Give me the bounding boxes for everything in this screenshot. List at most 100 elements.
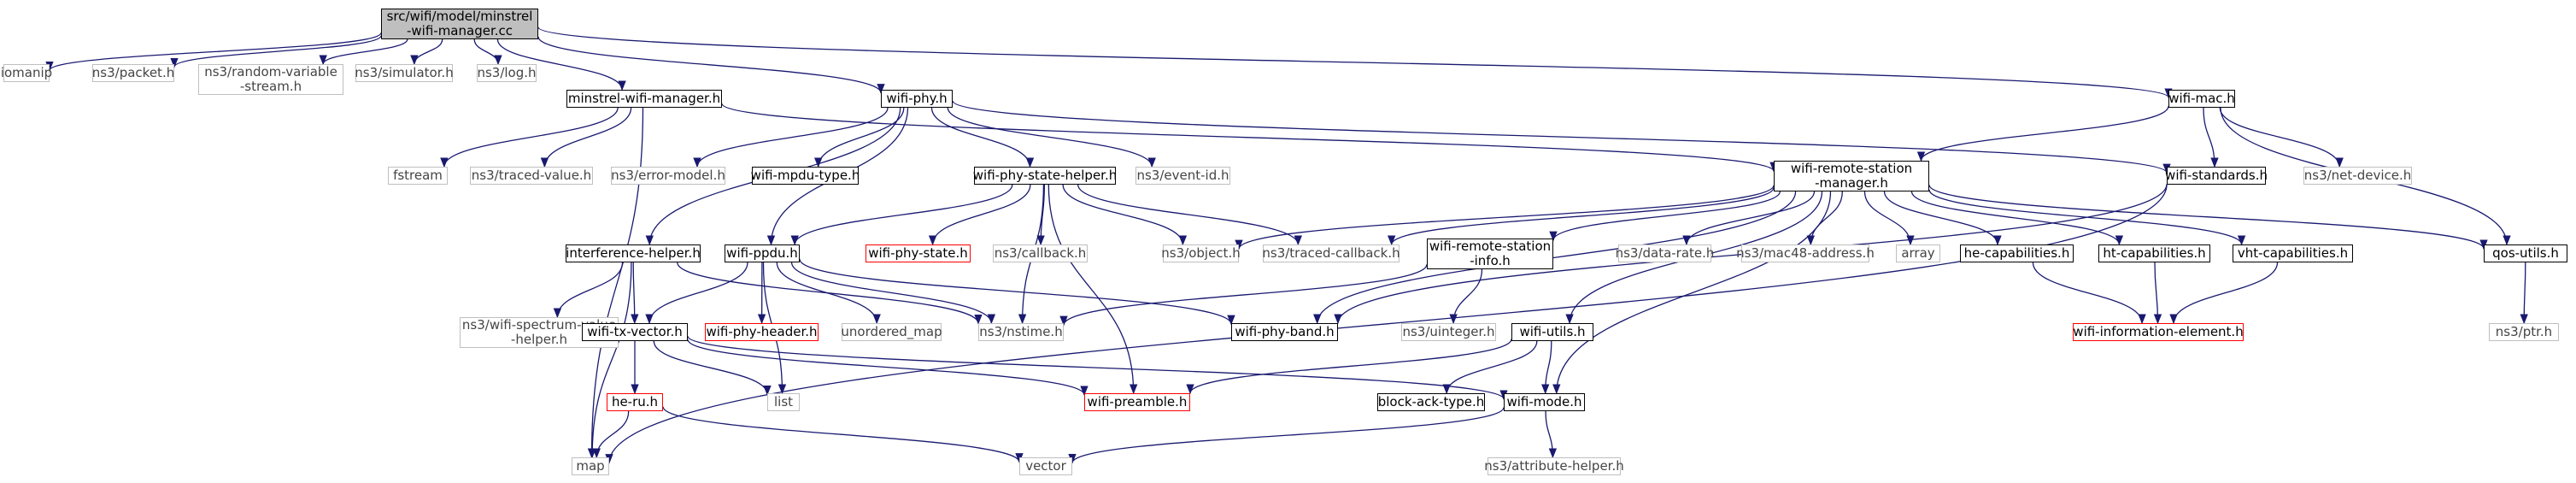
include-node-he-ru[interactable]: he-ru.h [607,393,663,411]
include-node-wifi-mpdu-type[interactable]: wifi-mpdu-type.h [751,167,860,185]
include-label: wifi-mode.h [1506,394,1582,409]
edge-wifi-utils-to-block-ack-type [1442,340,1538,395]
include-node-wifi-mode[interactable]: wifi-mode.h [1504,393,1585,411]
include-node-ns3-error-model[interactable]: ns3/error-model.h [611,167,725,185]
include-node-ns3-uinteger[interactable]: ns3/uinteger.h [1401,323,1496,341]
include-node-ns3-mac48-address[interactable]: ns3/mac48-address.h [1736,244,1875,262]
edge-wifi-mac-to-wifi-standards [2203,107,2219,168]
include-node-wifi-information-element[interactable]: wifi-information-element.h [2073,323,2244,341]
edge-root-to-ns3-simulator [410,38,443,66]
include-node-wifi-ppdu[interactable]: wifi-ppdu.h [725,244,800,262]
include-node-ns3-object[interactable]: ns3/object.h [1161,244,1241,262]
include-label: iomanip [0,65,53,80]
include-node-block-ack-type[interactable]: block-ack-type.h [1377,393,1485,411]
include-label: ns3/error-model.h [611,168,725,183]
include-label: wifi-utils.h [1519,324,1586,339]
include-node-ns3-net-device[interactable]: ns3/net-device.h [2303,167,2412,185]
edge-root-to-wifi-phy [537,36,885,94]
include-label: wifi-phy.h [886,91,948,106]
edge-wifi-remote-station-info-to-ns3-nstime [1059,264,1428,327]
edge-wifi-phy-state-helper-to-wifi-ppdu [790,184,1013,246]
edge-minstrel-wifi-manager-to-ns3-traced-value [540,107,632,168]
edge-he-capabilities-to-wifi-information-element [2032,262,2146,325]
include-node-ns3-data-rate[interactable]: ns3/data-rate.h [1616,244,1714,262]
include-label: interference-helper.h [566,245,701,261]
include-label: qos-utils.h [2492,245,2559,261]
edge-wifi-phy-state-helper-to-ns3-callback [1036,184,1046,246]
include-label: block-ack-type.h [1377,394,1485,409]
include-label: wifi-phy-state-helper.h [972,168,1118,183]
include-node-wifi-phy-header[interactable]: wifi-phy-header.h [705,323,819,341]
include-node-unordered-map[interactable]: unordered_map [841,323,942,341]
include-node-ns3-ptr[interactable]: ns3/ptr.h [2489,323,2559,341]
include-node-wifi-remote-station-manager[interactable]: wifi-remote-station-manager.h [1774,161,1929,191]
include-node-wifi-remote-station-info[interactable]: wifi-remote-station-info.h [1427,239,1553,269]
include-node-fstream[interactable]: fstream [388,167,448,185]
edge-wifi-remote-station-manager-to-wifi-phy-band [1313,191,1797,325]
include-node-he-capabilities[interactable]: he-capabilities.h [1960,244,2074,262]
edge-wifi-ppdu-to-unordered-map [776,262,881,325]
include-node-ns3-simulator[interactable]: ns3/simulator.h [355,64,454,82]
include-label: ns3/packet.h [91,65,175,80]
include-label: wifi-phy-band.h [1235,324,1335,339]
include-label: ns3/traced-callback.h [1262,245,1400,261]
edge-wifi-phy-state-helper-to-wifi-phy-state [928,184,1031,246]
include-node-ns3-packet[interactable]: ns3/packet.h [92,64,174,82]
edge-interference-helper-to-ns3-wifi-spectrum-value-helper [553,262,624,319]
include-label: ht-capabilities.h [2103,245,2206,261]
root-file-node[interactable]: src/wifi/model/minstrel-wifi-manager.cc [381,9,538,39]
edge-root-to-iomanip [45,32,382,72]
include-node-ns3-nstime[interactable]: ns3/nstime.h [978,323,1064,341]
include-label: map [576,458,605,474]
include-node-ns3-event-id[interactable]: ns3/event-id.h [1135,167,1230,185]
edge-wifi-phy-state-helper-to-wifi-preamble [1047,184,1138,395]
include-label: wifi-standards.h [2165,168,2268,183]
include-node-minstrel-wifi-manager[interactable]: minstrel-wifi-manager.h [566,90,722,108]
include-node-vector[interactable]: vector [1019,457,1072,475]
include-node-ns3-random-variable-stream[interactable]: ns3/random-variable-stream.h [198,64,343,95]
include-label: wifi-information-element.h [2073,324,2244,339]
include-node-wifi-standards[interactable]: wifi-standards.h [2165,167,2268,185]
include-node-wifi-mac[interactable]: wifi-mac.h [2168,90,2235,108]
include-label: ns3/event-id.h [1136,168,1229,183]
include-label: ns3/nstime.h [979,324,1063,339]
include-node-wifi-preamble[interactable]: wifi-preamble.h [1084,393,1190,411]
edge-wifi-ppdu-to-wifi-phy-band [799,258,1235,326]
edge-interference-helper-to-map [588,262,632,459]
edge-wifi-remote-station-manager-to-array [1863,191,1915,246]
include-node-wifi-phy-state[interactable]: wifi-phy-state.h [866,244,971,262]
include-node-wifi-tx-vector[interactable]: wifi-tx-vector.h [582,323,688,341]
include-node-qos-utils[interactable]: qos-utils.h [2484,244,2567,262]
edge-wifi-remote-station-manager-to-wifi-remote-station-info [1549,191,1781,242]
include-node-list[interactable]: list [767,393,800,411]
include-label: ns3/uinteger.h [1402,324,1495,339]
include-label: ns3/net-device.h [2303,168,2412,183]
include-node-wifi-phy-state-helper[interactable]: wifi-phy-state-helper.h [972,167,1118,185]
include-label: ns3/data-rate.h [1615,245,1715,261]
include-node-array[interactable]: array [1896,244,1940,262]
include-node-ns3-attribute-helper[interactable]: ns3/attribute-helper.h [1484,457,1624,475]
edge-wifi-phy-to-wifi-standards [952,100,2171,174]
include-node-ns3-log[interactable]: ns3/log.h [477,64,537,82]
include-label: he-capabilities.h [1963,245,2070,261]
edge-interference-helper-to-wifi-tx-vector [631,262,639,325]
include-node-map[interactable]: map [572,457,609,475]
edge-wifi-mac-to-wifi-remote-station-manager [1916,105,2169,162]
include-node-vht-capabilities[interactable]: vht-capabilities.h [2233,244,2353,262]
include-node-ns3-traced-callback[interactable]: ns3/traced-callback.h [1262,244,1400,262]
include-node-ns3-callback[interactable]: ns3/callback.h [993,244,1088,262]
edge-root-to-minstrel-wifi-manager [496,38,626,91]
include-label: wifi-tx-vector.h [587,324,683,339]
include-node-wifi-utils[interactable]: wifi-utils.h [1511,323,1593,341]
include-node-interference-helper[interactable]: interference-helper.h [566,244,701,262]
edge-qos-utils-to-ns3-ptr [2520,262,2528,325]
include-node-wifi-phy-band[interactable]: wifi-phy-band.h [1231,323,1338,341]
include-node-ns3-traced-value[interactable]: ns3/traced-value.h [470,167,593,185]
include-node-iomanip[interactable]: iomanip [0,64,53,82]
edge-wifi-phy-to-wifi-mpdu-type [814,107,905,168]
include-node-wifi-phy[interactable]: wifi-phy.h [881,90,953,108]
include-node-ht-capabilities[interactable]: ht-capabilities.h [2098,244,2210,262]
include-label: wifi-mac.h [2168,91,2235,106]
edge-wifi-tx-vector-to-wifi-mode [687,335,1508,400]
edge-wifi-phy-to-wifi-phy-state-helper [930,107,1035,168]
